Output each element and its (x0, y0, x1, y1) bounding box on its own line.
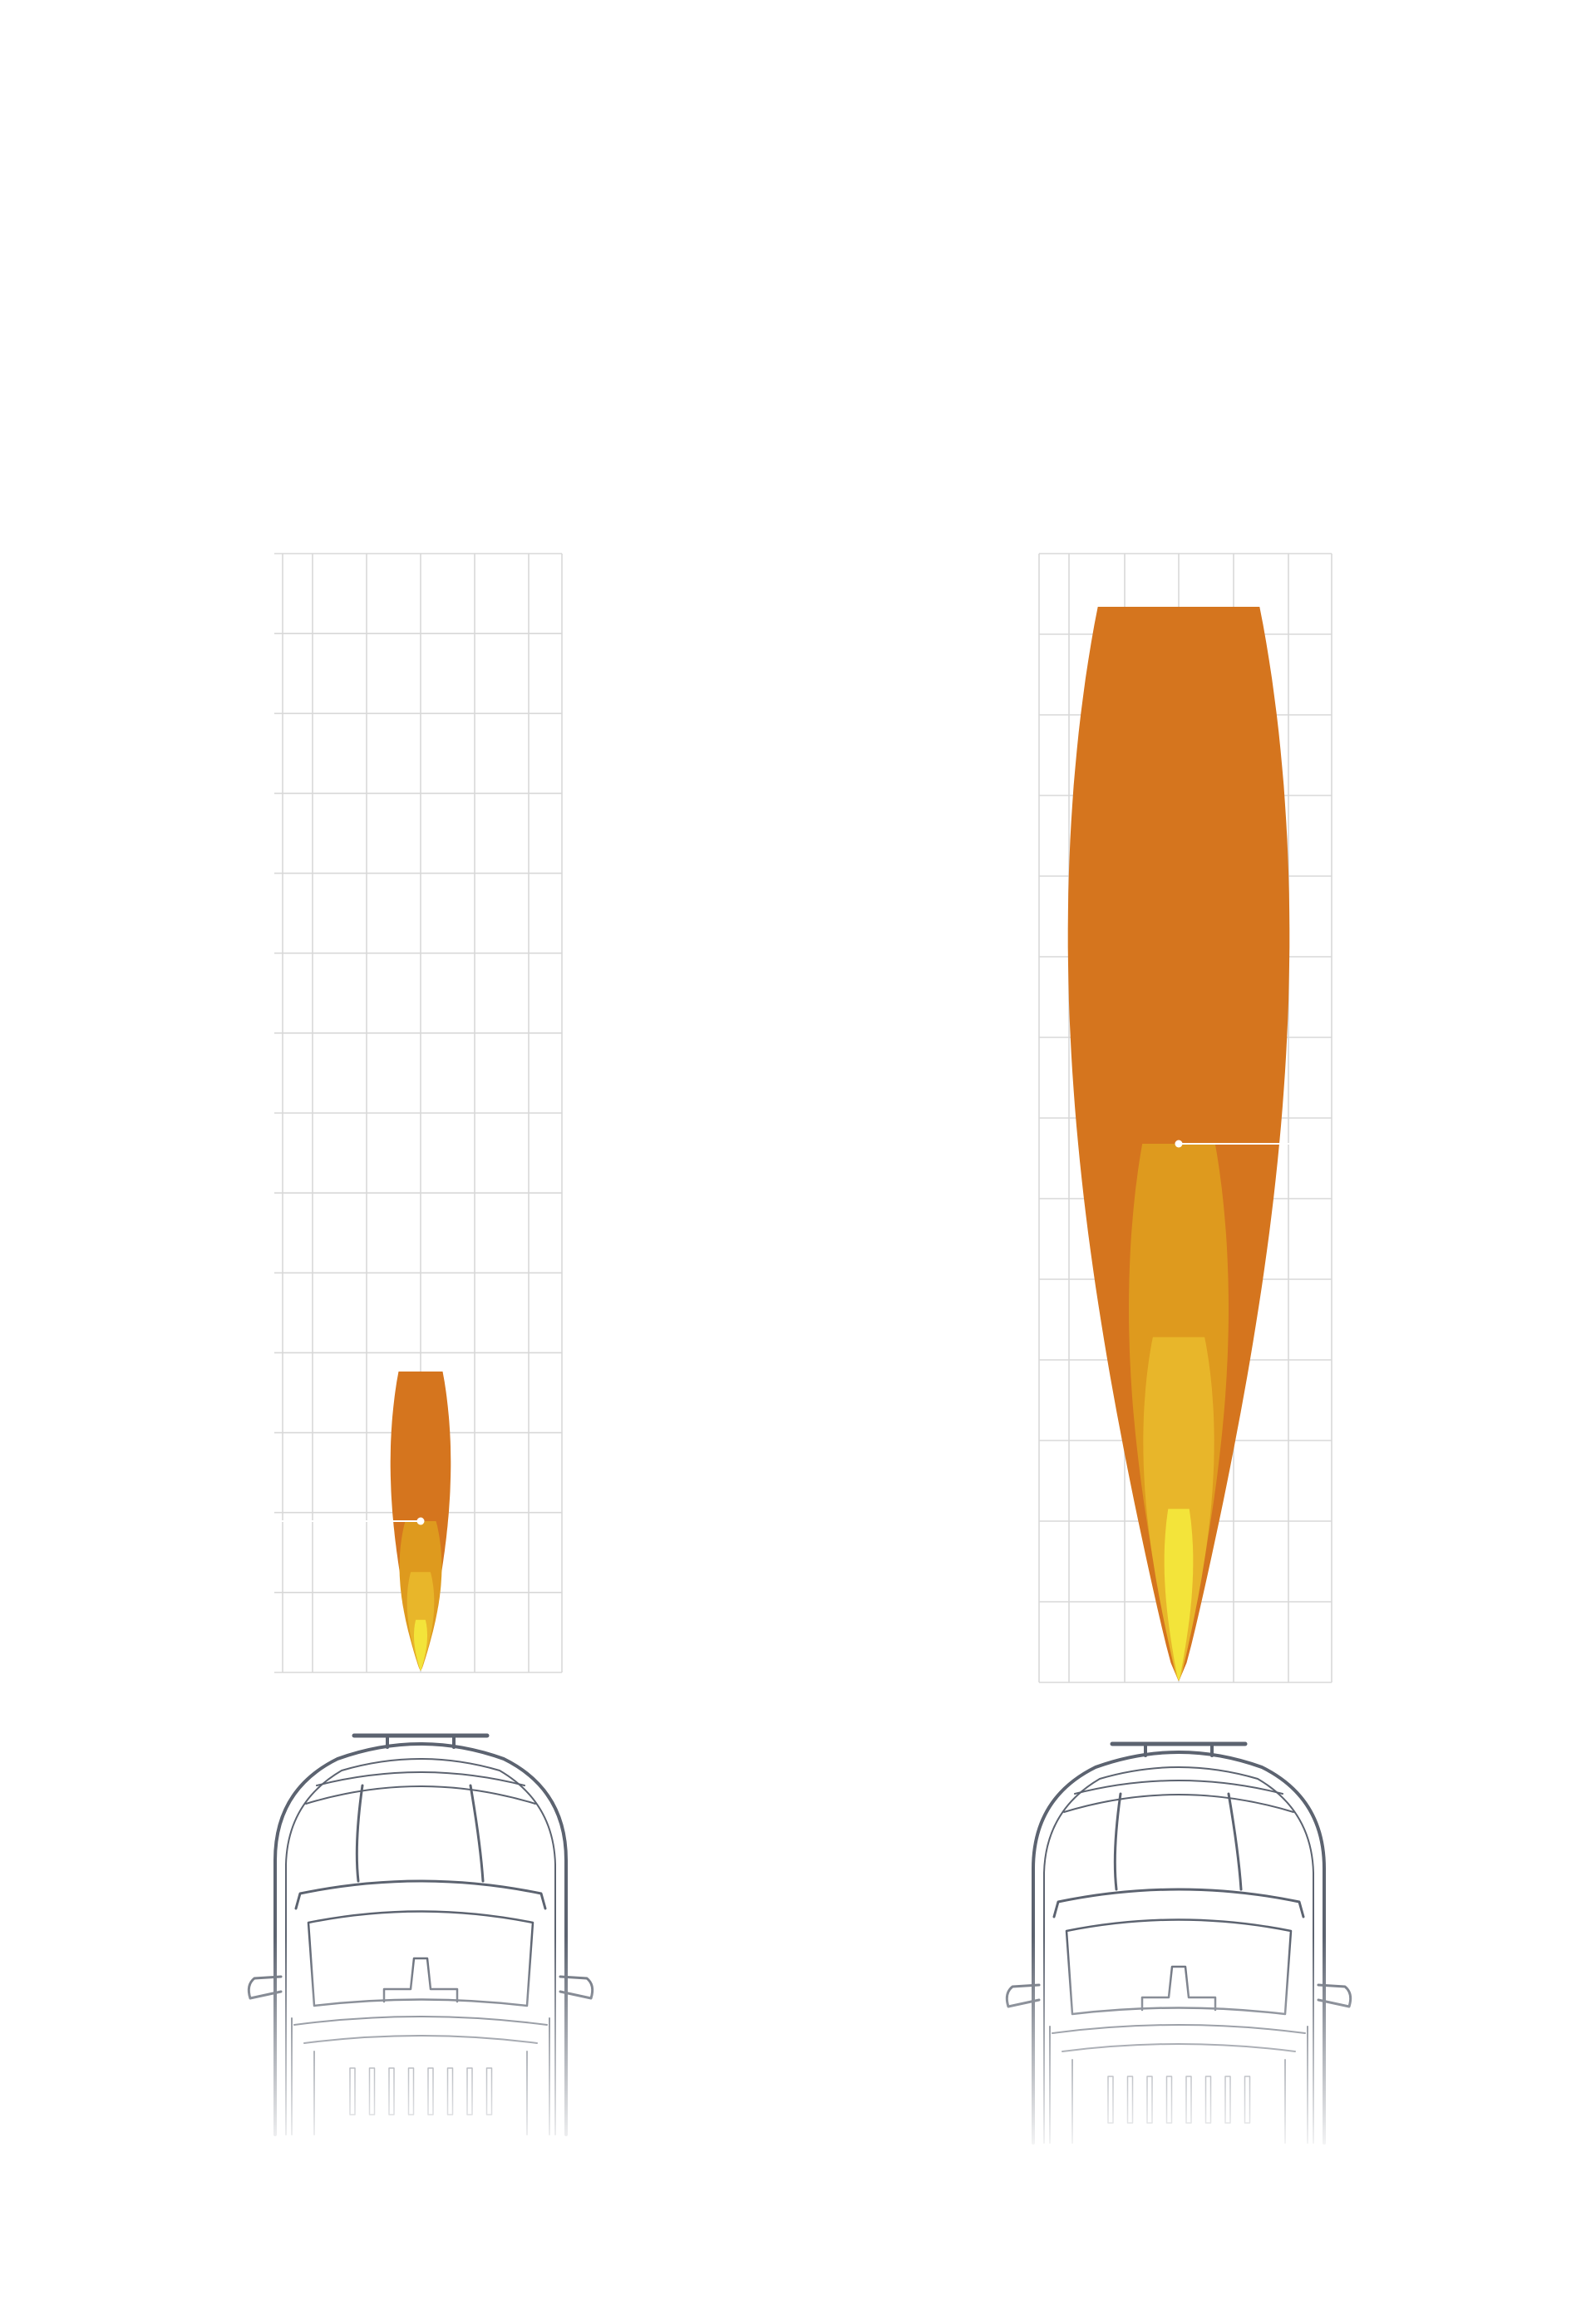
low-output-diagram (247, 553, 594, 2136)
marker-dot (416, 1517, 425, 1525)
beam-zone-core (414, 1619, 427, 1671)
beam-pattern (390, 1372, 451, 1671)
measurement-grid (274, 553, 563, 1673)
car-top-view-icon (1005, 1741, 1352, 2145)
car-top-view-icon (247, 1733, 594, 2136)
high-output-diagram (1005, 553, 1352, 2145)
marker-dot (1175, 1140, 1183, 1148)
beam-zone-core (1164, 1509, 1194, 1681)
